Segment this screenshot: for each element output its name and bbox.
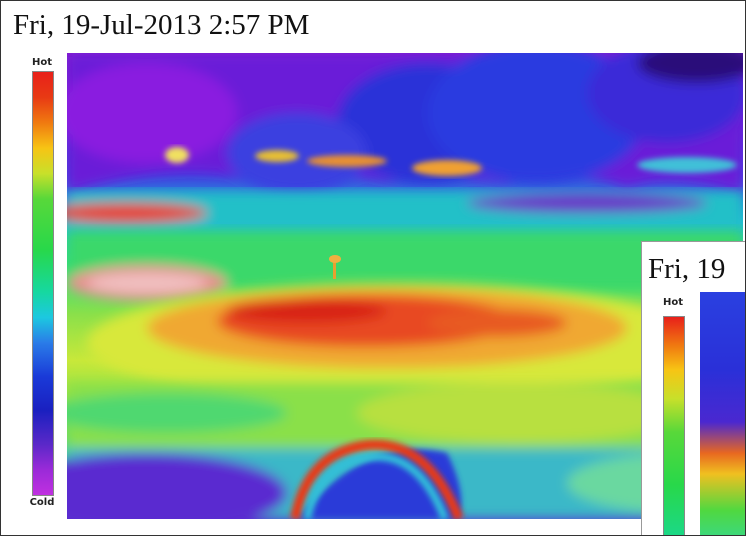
inset-timestamp-label: Fri, 19 (648, 253, 726, 285)
small-post-top (329, 255, 341, 263)
timestamp-label: Fri, 19-Jul-2013 2:57 PM (13, 9, 310, 41)
legend-hot-label: Hot (31, 57, 53, 68)
inset-thermal-panel: Fri, 19 Hot (641, 241, 745, 535)
inset-thermal-image (700, 292, 745, 535)
inset-legend-color-scale (663, 316, 685, 535)
distant-warm-spots (165, 147, 737, 176)
thermal-image (67, 53, 743, 519)
hot-ground-patch (87, 283, 707, 403)
legend-color-scale (32, 71, 54, 496)
temperature-legend: Hot Cold (21, 55, 63, 515)
small-post (333, 261, 336, 279)
foreground-arc (290, 439, 464, 519)
tree-line (67, 53, 743, 193)
green-field (67, 231, 743, 301)
horizon-band (67, 191, 743, 231)
inset-legend-hot-label: Hot (662, 297, 684, 308)
legend-cold-label: Cold (29, 497, 55, 508)
thermal-scene (67, 53, 743, 519)
